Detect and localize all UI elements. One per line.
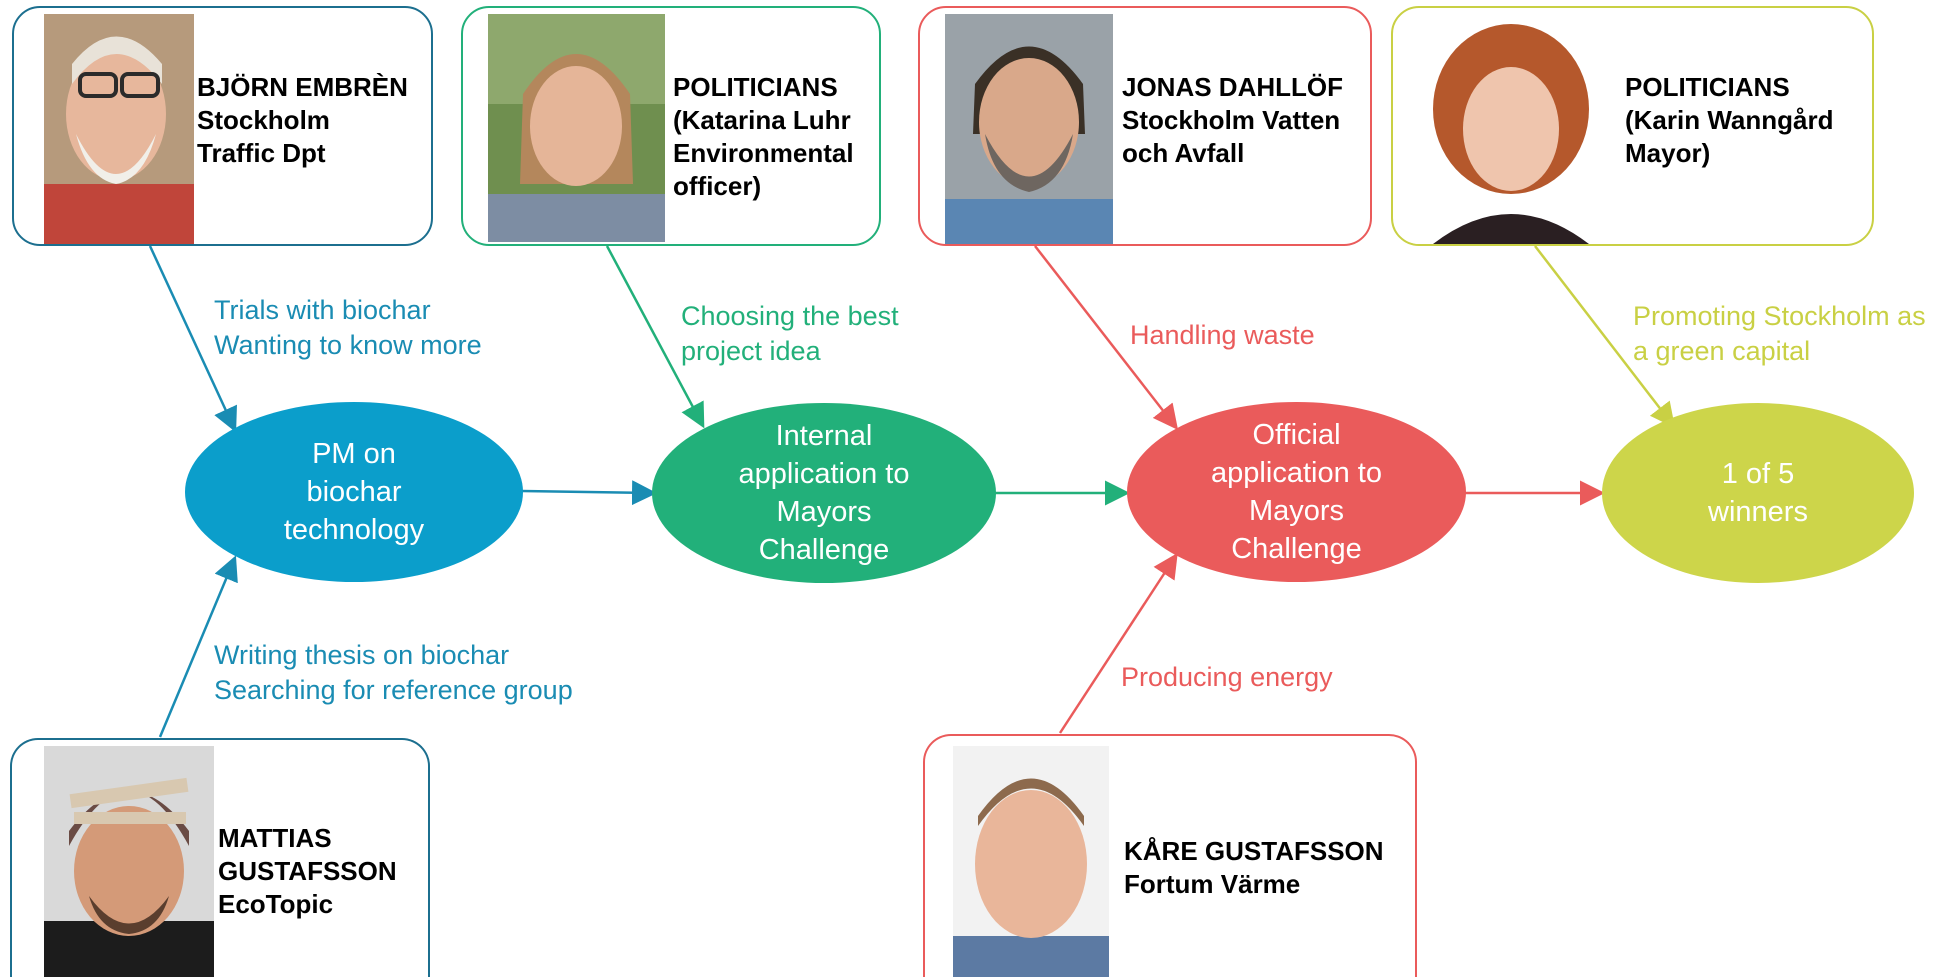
bjorn-edge-line-1: Trials with biochar <box>214 295 431 325</box>
mattias-edge-line-2: Searching for reference group <box>214 675 573 705</box>
person-card-kare: KÅRE GUSTAFSSON Fortum Värme <box>923 734 1417 977</box>
karin-edge-line-1: Promoting Stockholm as <box>1633 301 1926 331</box>
arrow-karin-to-winners <box>1534 245 1676 428</box>
karin-edge-line-2: a green capital <box>1633 336 1811 366</box>
bjorn-line-2: Stockholm <box>197 105 330 135</box>
bjorn-edge-line-2: Wanting to know more <box>214 330 482 360</box>
label-karin-edge: Promoting Stockholm as a green capital <box>1633 299 1926 369</box>
karin-line-2: (Karin Wanngård <box>1625 105 1834 135</box>
arrow-kare-to-official <box>1058 552 1178 734</box>
mattias-name-text: MATTIAS GUSTAFSSON EcoTopic <box>218 822 397 921</box>
label-jonas-edge: Handling waste <box>1130 318 1315 353</box>
person-card-karin: POLITICIANS (Karin Wanngård Mayor) <box>1391 6 1874 246</box>
katarina-portrait-photo <box>488 14 665 242</box>
person-card-jonas: JONAS DAHLLÖF Stockholm Vatten och Avfal… <box>918 6 1372 246</box>
internal-line-3: Mayors <box>776 496 872 528</box>
person-card-mattias: MATTIAS GUSTAFSSON EcoTopic <box>10 738 430 977</box>
jonas-line-3: och Avfall <box>1122 138 1245 168</box>
internal-line-4: Challenge <box>758 534 890 566</box>
jonas-portrait-photo <box>945 14 1113 244</box>
katarina-line-4: officer) <box>673 171 762 201</box>
official-line-3: Mayors <box>1248 495 1345 527</box>
official-line-4: Challenge <box>1231 533 1362 565</box>
pm-line-3: technology <box>283 514 425 546</box>
jonas-line-1: JONAS DAHLLÖF <box>1122 72 1343 102</box>
kare-line-2: Fortum Värme <box>1124 869 1301 899</box>
label-mattias-edge: Writing thesis on biochar Searching for … <box>214 638 573 708</box>
katarina-line-3: Environmental <box>673 138 854 168</box>
official-line-1: Official <box>1252 419 1341 451</box>
person-card-katarina: POLITICIANS (Katarina Luhr Environmental… <box>461 6 881 246</box>
bjorn-name-text: BJÖRN EMBRÈN Stockholm Traffic Dpt <box>197 71 408 170</box>
pm-line-2: biochar <box>306 476 402 508</box>
arrow-mattias-to-pm <box>158 555 238 738</box>
person-card-bjorn: BJÖRN EMBRÈN Stockholm Traffic Dpt <box>12 6 433 246</box>
official-line-2: application to <box>1211 457 1382 489</box>
label-bjorn-edge: Trials with biochar Wanting to know more <box>214 293 482 363</box>
arrow-pm-to-internal <box>521 480 657 506</box>
karin-line-1: POLITICIANS <box>1625 72 1790 102</box>
katarina-edge-line-2: project idea <box>681 336 821 366</box>
jonas-edge-line-1: Handling waste <box>1130 320 1315 350</box>
internal-line-2: application to <box>738 458 910 490</box>
karin-line-3: Mayor) <box>1625 138 1711 168</box>
mattias-portrait-photo <box>44 746 214 977</box>
katarina-name-text: POLITICIANS (Katarina Luhr Environmental… <box>673 71 854 203</box>
jonas-line-2: Stockholm Vatten <box>1122 105 1341 135</box>
arrow-katarina-to-internal <box>605 245 705 429</box>
label-katarina-edge: Choosing the best project idea <box>681 299 899 369</box>
bjorn-line-3: Traffic Dpt <box>197 138 326 168</box>
arrow-jonas-to-official <box>1034 245 1179 430</box>
winners-line-2: winners <box>1708 496 1808 528</box>
mattias-line-2: GUSTAFSSON <box>218 856 397 886</box>
node-internal-application: Internal application to Mayors Challenge <box>652 403 996 583</box>
pm-line-1: PM on <box>312 438 396 470</box>
mattias-line-1: MATTIAS <box>218 823 332 853</box>
winners-line-1: 1 of 5 <box>1721 458 1795 490</box>
node-winners: 1 of 5 winners <box>1602 403 1914 583</box>
internal-line-1: Internal <box>775 420 873 452</box>
mattias-line-3: EcoTopic <box>218 889 334 919</box>
karin-portrait-photo <box>1413 14 1609 244</box>
bjorn-line-1: BJÖRN EMBRÈN <box>197 72 408 102</box>
katarina-line-1: POLITICIANS <box>673 72 838 102</box>
node-official-application: Official application to Mayors Challenge <box>1127 402 1466 582</box>
katarina-edge-line-1: Choosing the best <box>681 301 899 331</box>
label-kare-edge: Producing energy <box>1121 660 1333 695</box>
kare-portrait-photo <box>953 746 1109 977</box>
mattias-edge-line-1: Writing thesis on biochar <box>214 640 510 670</box>
arrow-bjorn-to-pm <box>148 245 237 433</box>
jonas-name-text: JONAS DAHLLÖF Stockholm Vatten och Avfal… <box>1122 71 1343 170</box>
katarina-line-2: (Katarina Luhr <box>673 105 851 135</box>
karin-name-text: POLITICIANS (Karin Wanngård Mayor) <box>1625 71 1833 170</box>
kare-line-1: KÅRE GUSTAFSSON <box>1124 836 1384 866</box>
kare-edge-line-1: Producing energy <box>1121 662 1333 692</box>
kare-name-text: KÅRE GUSTAFSSON Fortum Värme <box>1124 835 1384 901</box>
node-pm-on-biochar: PM on biochar technology <box>185 402 523 582</box>
bjorn-portrait-photo <box>44 14 194 244</box>
